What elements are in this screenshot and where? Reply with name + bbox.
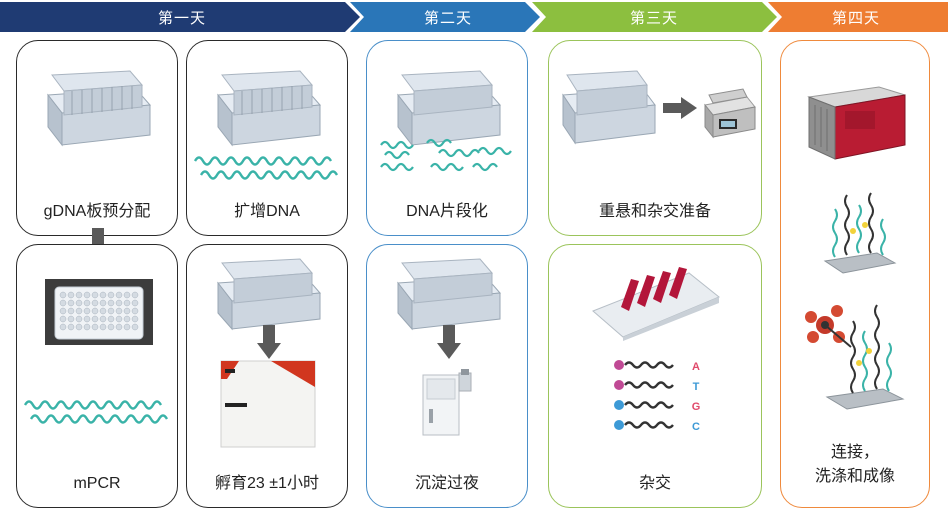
step-caption: mPCR — [73, 475, 121, 492]
day2-chevron — [350, 2, 540, 32]
day-banner — [0, 2, 948, 32]
step-card-mpcr: mPCR — [16, 244, 178, 508]
step-caption: 重悬和杂交准备 — [598, 203, 711, 220]
thermal-cycler-icon — [704, 88, 756, 139]
day4-label: 第四天 — [831, 10, 880, 27]
step-card-amplify: 扩增DNA — [186, 40, 348, 236]
day1-label: 第一天 — [157, 10, 206, 27]
day1-chevron — [0, 2, 360, 32]
day4-chevron — [768, 2, 948, 32]
sequencer-icon — [807, 86, 906, 160]
incubator-icon — [220, 360, 316, 448]
step-caption: 杂交 — [638, 475, 671, 492]
step-card-ligation: 连接， 洗涤和成像 — [780, 40, 930, 508]
deep-well-plate-icon — [217, 258, 322, 331]
deep-well-plate-icon — [397, 258, 502, 331]
freezer-icon — [422, 369, 472, 436]
step-card-gdna: gDNA板预分配 — [16, 40, 178, 236]
step-caption-line: 洗涤和成像 — [814, 468, 895, 485]
dna-strands-icon — [23, 400, 169, 424]
step-card-hybridization: A T G C 杂交 — [548, 244, 762, 508]
down-arrow-icon — [437, 325, 461, 359]
base-label: A — [692, 361, 700, 373]
beadchip-icon — [592, 267, 720, 341]
day3-label: 第三天 — [629, 10, 678, 27]
base-label: C — [692, 421, 700, 433]
base-labels: A T G C — [689, 357, 703, 437]
staining-complex-icon — [805, 304, 905, 410]
step-card-precipitate: 沉淀过夜 — [366, 244, 528, 508]
bead-with-probes-icon — [823, 192, 897, 274]
day3-chevron — [532, 2, 777, 32]
step-caption: 扩增DNA — [234, 203, 300, 220]
right-arrow-icon — [663, 97, 697, 119]
pcr-plate-icon — [45, 279, 153, 345]
step-caption-line: 连接， — [830, 444, 879, 461]
step-caption: 连接， 洗涤和成像 — [781, 441, 929, 489]
base-label: G — [691, 401, 701, 413]
dna-fragments-icon — [380, 138, 512, 172]
probe-strands-icon — [614, 360, 674, 430]
deep-well-plate-icon — [47, 70, 152, 147]
step-card-fragmentation: DNA片段化 — [366, 40, 528, 236]
base-label: T — [692, 381, 700, 393]
step-caption: DNA片段化 — [406, 203, 488, 220]
step-card-resuspend: 重悬和杂交准备 — [548, 40, 762, 236]
step-caption: gDNA板预分配 — [43, 203, 151, 220]
step-caption: 沉淀过夜 — [414, 475, 479, 492]
deep-well-plate-icon — [397, 70, 502, 147]
step-card-incubate: 孵育23 ±1小时 — [186, 244, 348, 508]
dna-strands-icon — [193, 156, 339, 180]
deep-well-plate-icon — [217, 70, 322, 147]
step-caption: 孵育23 ±1小时 — [215, 475, 319, 492]
down-arrow-icon — [257, 325, 281, 359]
deep-well-plate-icon — [562, 70, 656, 145]
day2-label: 第二天 — [423, 10, 472, 27]
